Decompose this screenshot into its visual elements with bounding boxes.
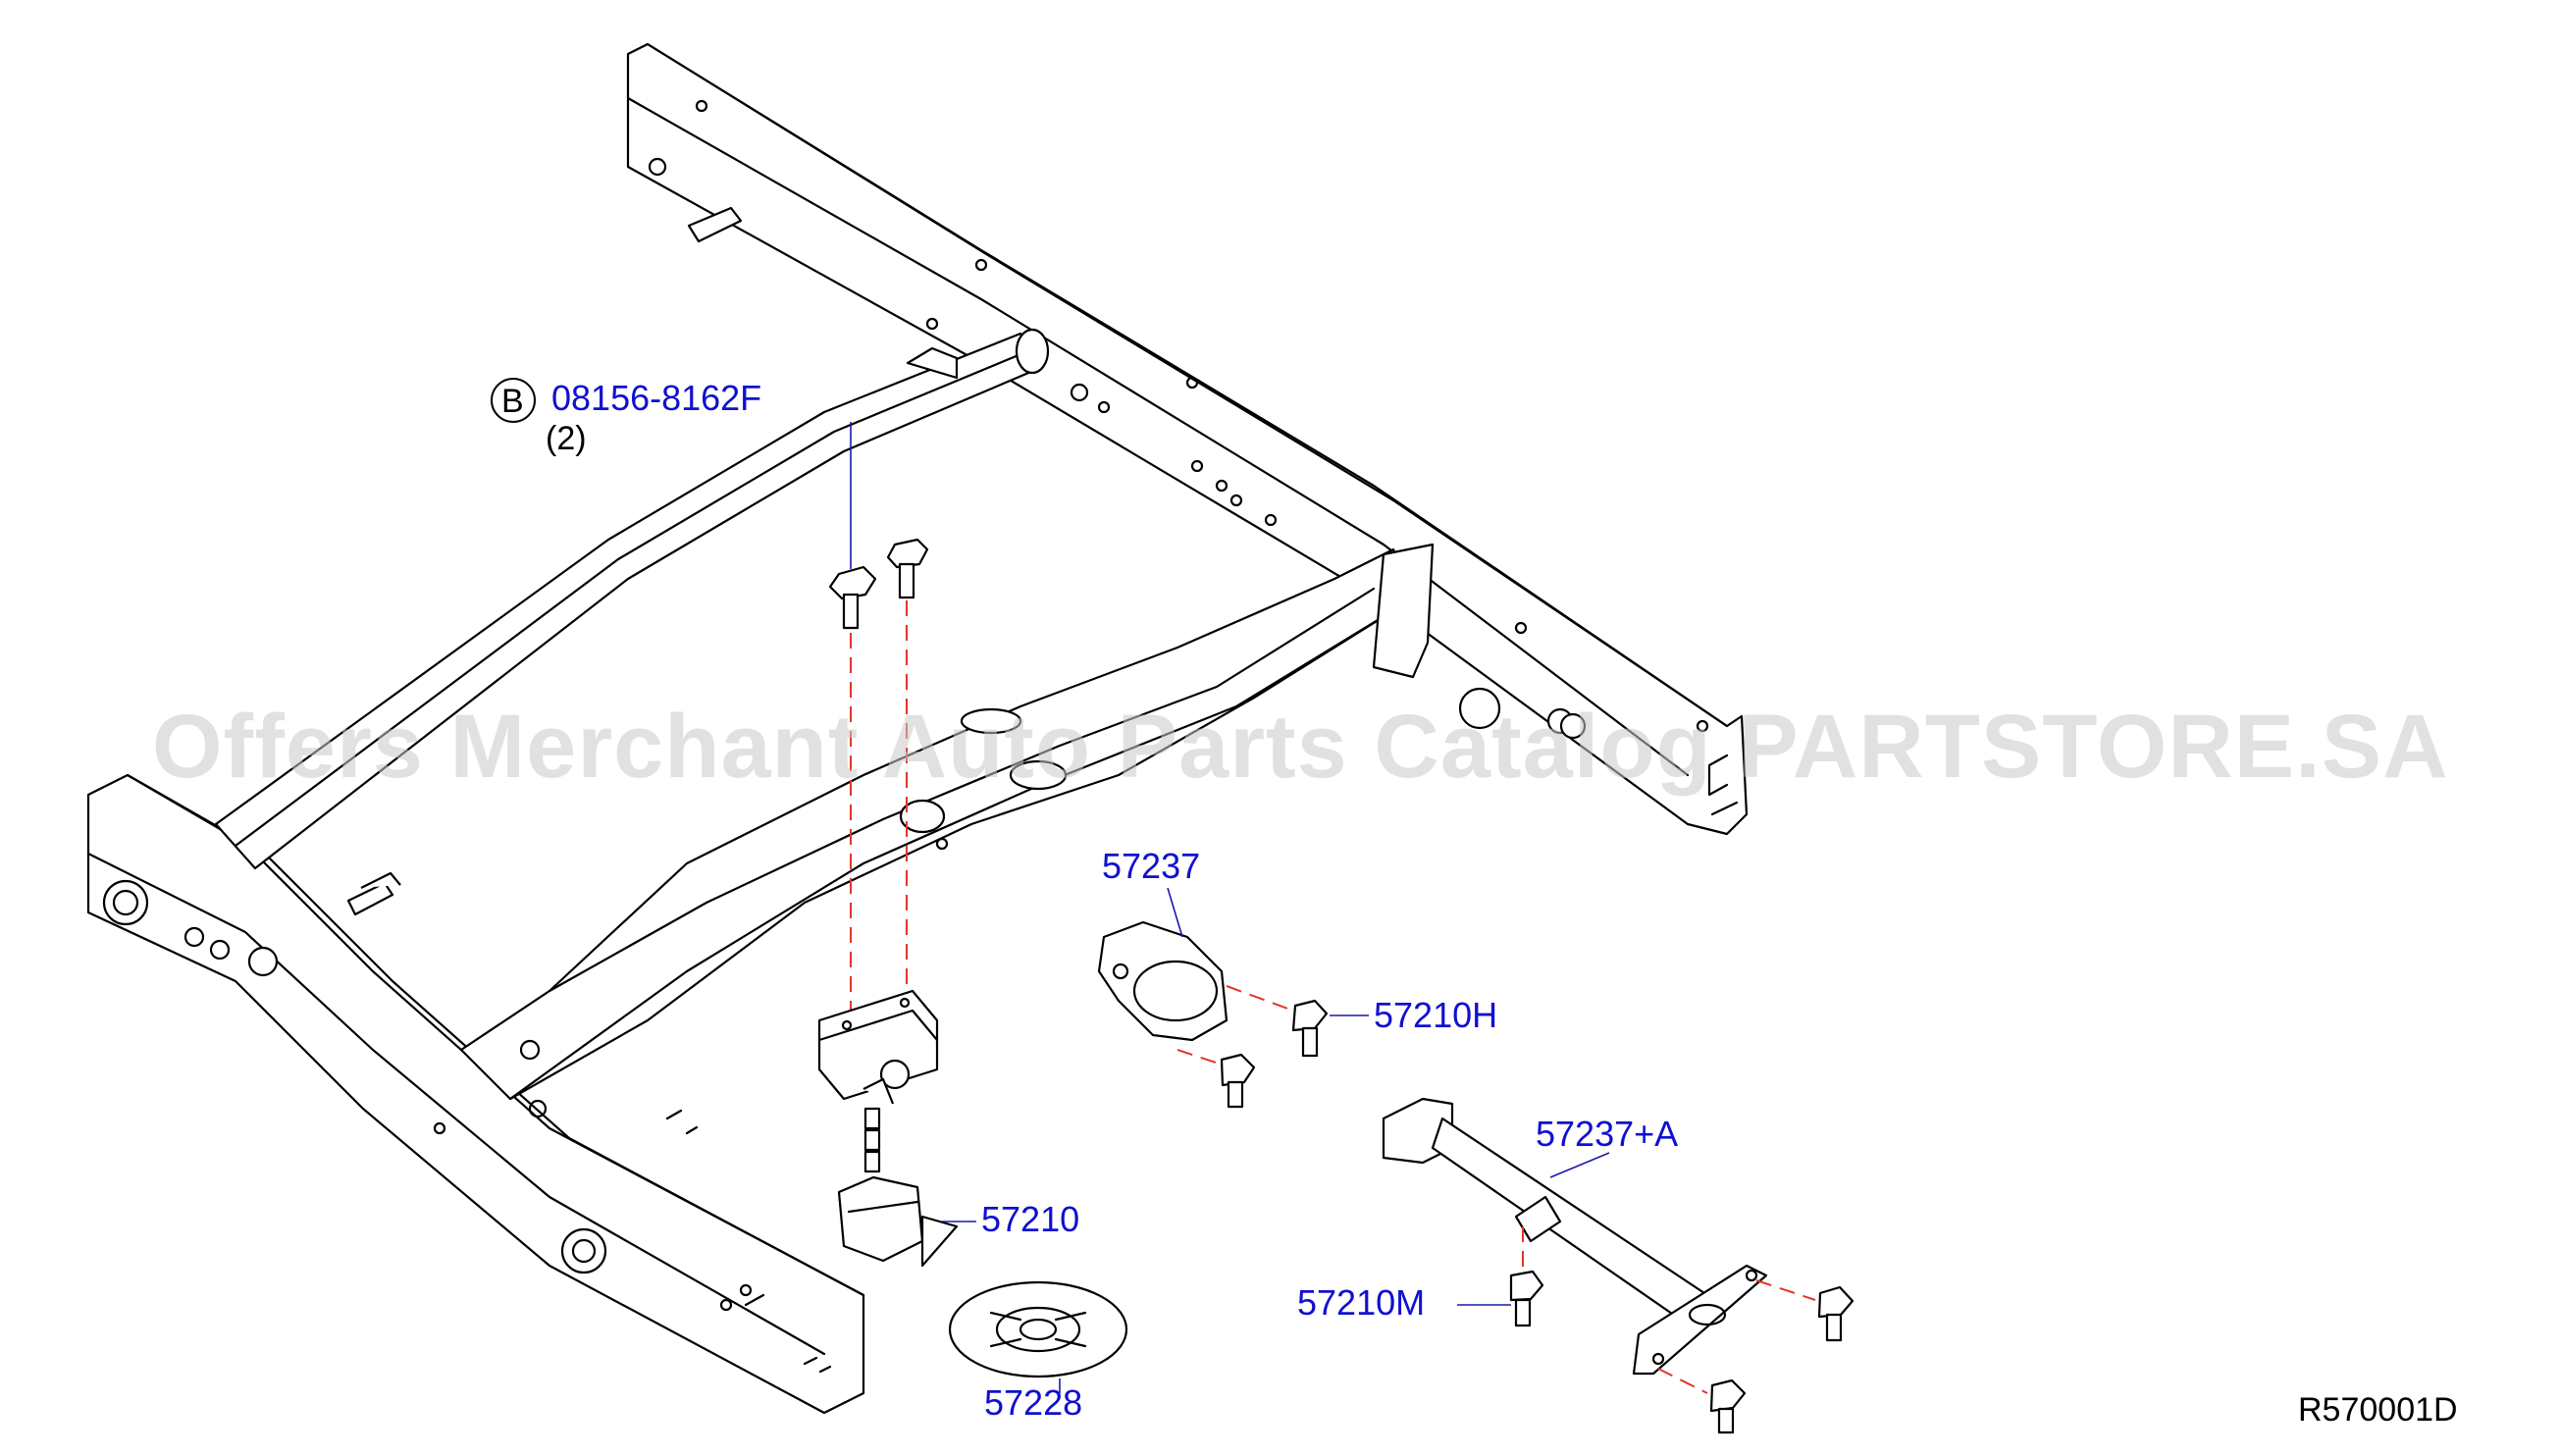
spare-tire-plate-57228: [948, 1280, 1128, 1378]
upper-crossmember: [214, 328, 1050, 870]
callout-letter: B: [501, 383, 524, 420]
guide-tube-57237A: [1382, 1097, 1855, 1434]
diagram-reference-code: R570001D: [2298, 1391, 2458, 1429]
spare-tire-carrier-57210: [817, 989, 959, 1268]
part-number-57210[interactable]: 57210: [981, 1199, 1079, 1239]
part-number-57228[interactable]: 57228: [984, 1382, 1082, 1423]
part-number-08156-8162F[interactable]: 08156-8162F: [551, 378, 761, 418]
part-number-57237A[interactable]: 57237+A: [1536, 1114, 1678, 1154]
part-number-57210M[interactable]: 57210M: [1297, 1282, 1425, 1323]
leader-lines: [942, 887, 1610, 1393]
callout-quantity: (2): [546, 420, 587, 457]
guide-57237: [1097, 920, 1329, 1109]
bolt-08156-8162F-pair: [828, 422, 929, 1030]
part-number-57237[interactable]: 57237: [1102, 846, 1200, 886]
watermark-text: Offers Merchant Auto Parts Catalog PARTS…: [152, 697, 2449, 797]
callout-b: B 08156-8162F (2): [491, 378, 761, 457]
part-number-57210H[interactable]: 57210H: [1374, 995, 1497, 1035]
rear-frame-rail: [626, 42, 1749, 836]
callout-circle: [491, 378, 536, 423]
lower-crossmember: [459, 543, 1435, 1135]
